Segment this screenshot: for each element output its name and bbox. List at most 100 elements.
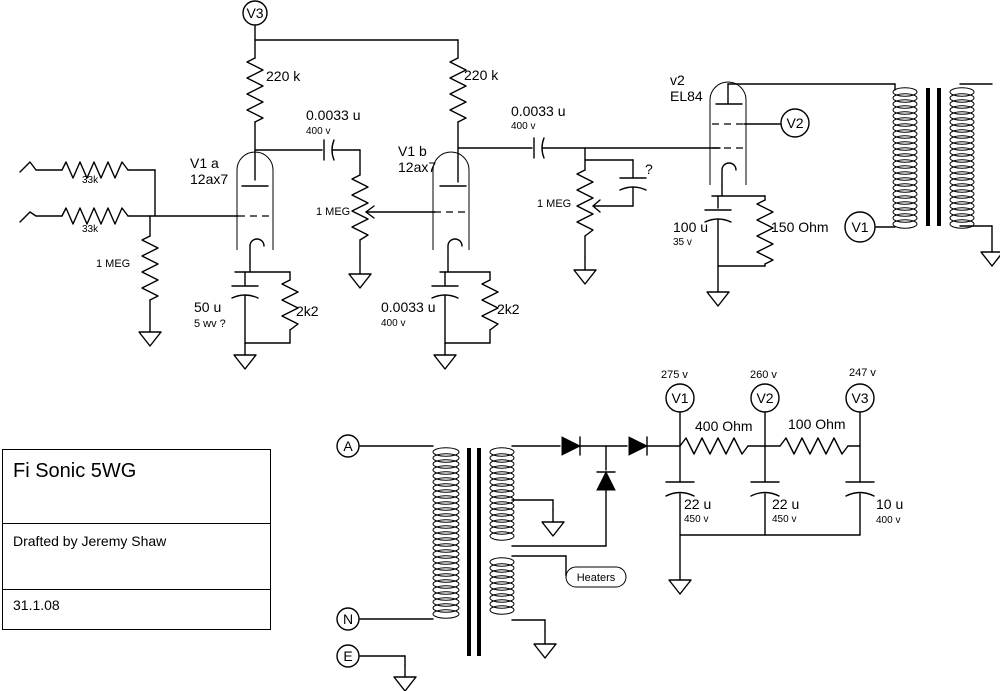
pot-tone-label: 1 MEG	[537, 198, 571, 210]
coil-turn	[892, 177, 918, 187]
output-transformer	[875, 83, 1000, 267]
coil-turn	[432, 471, 460, 481]
coil-turn	[949, 129, 975, 139]
coil-turn	[432, 609, 460, 619]
coil-turn	[489, 575, 515, 585]
c-cath2-voltage: 400 v	[381, 318, 405, 329]
node-a	[336, 434, 360, 458]
coil-turn	[949, 207, 975, 217]
coil-turn	[432, 465, 460, 475]
coil-turn	[432, 531, 460, 541]
coil-turn	[892, 159, 918, 169]
draft-date: 31.1.08	[13, 597, 60, 613]
coil-turn	[949, 111, 975, 121]
coil-turn	[489, 599, 515, 609]
coil-turn	[892, 189, 918, 199]
tube-v2-name: v2	[670, 72, 685, 88]
coil-turn	[892, 207, 918, 217]
r-ps1-label: 400 Ohm	[695, 418, 753, 434]
c-ps2-label: 22 u	[772, 496, 799, 512]
coil-turn	[949, 87, 975, 97]
title-row: Fi Sonic 5WG	[3, 450, 270, 524]
c-ps2-voltage: 450 v	[772, 514, 796, 525]
coil-turn	[892, 147, 918, 157]
r-cath2-label: 2k2	[497, 301, 520, 317]
coil-turn	[432, 495, 460, 505]
coil-turn	[949, 171, 975, 181]
r-cath1-label: 2k2	[296, 303, 319, 319]
coil-turn	[949, 213, 975, 223]
coil-turn	[489, 581, 515, 591]
coil-turn	[892, 201, 918, 211]
r-cath3-label: 150 Ohm	[771, 219, 829, 235]
c-tone-label: ?	[645, 161, 653, 177]
node-v2-grid-label: V2	[786, 115, 803, 131]
input-section	[19, 161, 239, 347]
coil-turn	[489, 519, 515, 529]
coil-turn	[892, 141, 918, 151]
node-v2-grid	[780, 108, 810, 138]
node-v3-top-label: V3	[246, 5, 263, 21]
r-plate2-label: 220 k	[464, 67, 499, 83]
coil-turn	[432, 537, 460, 547]
node-v3-ps	[845, 383, 875, 413]
coil-turn	[892, 123, 918, 133]
coil-turn	[489, 501, 515, 511]
tone-pot	[573, 147, 647, 285]
coil-turn	[489, 557, 515, 567]
voltage-v2-label: 260 v	[750, 369, 777, 381]
coil-turn	[892, 213, 918, 223]
c-cath3-voltage: 35 v	[673, 237, 692, 248]
volume-pot	[348, 149, 436, 289]
coil-turn	[489, 453, 515, 463]
c-ps1-label: 22 u	[684, 496, 711, 512]
coil-turn	[892, 219, 918, 229]
voltage-v1-label: 275 v	[661, 369, 688, 381]
coil-turn	[949, 165, 975, 175]
coil-turn	[489, 593, 515, 603]
node-v1-ps-label: V1	[671, 390, 688, 406]
node-v3-top	[242, 0, 268, 26]
voltage-v3-label: 247 v	[849, 367, 876, 379]
c-cath1-label: 50 u	[194, 299, 221, 315]
c-coupling2-voltage: 400 v	[511, 121, 535, 132]
c-cath1-voltage: 5 wv ?	[194, 318, 226, 330]
coil-turn	[432, 483, 460, 493]
node-n	[336, 607, 360, 631]
tube-v2-type: EL84	[670, 88, 703, 104]
coil-turn	[949, 201, 975, 211]
coil-turn	[489, 569, 515, 579]
coil-turn	[489, 525, 515, 535]
coil-turn	[432, 567, 460, 577]
coil-turn	[489, 587, 515, 597]
coil-turn	[432, 597, 460, 607]
coil-turn	[489, 465, 515, 475]
coil-turn	[489, 471, 515, 481]
coil-turn	[432, 549, 460, 559]
coil-turn	[949, 99, 975, 109]
node-v2-ps-label: V2	[756, 390, 773, 406]
c-ps3-label: 10 u	[876, 496, 903, 512]
title-block: Fi Sonic 5WG Drafted by Jeremy Shaw 31.1…	[2, 449, 271, 630]
coil-turn	[892, 117, 918, 127]
pot-volume-label: 1 MEG	[316, 206, 350, 218]
coil-turn	[949, 219, 975, 229]
coil-turn	[432, 489, 460, 499]
coil-turn	[432, 519, 460, 529]
coil-turn	[892, 129, 918, 139]
r-ps2-label: 100 Ohm	[788, 416, 846, 432]
coil-turn	[949, 189, 975, 199]
c-coupling1-label: 0.0033 u	[306, 107, 361, 123]
coil-turn	[432, 579, 460, 589]
node-v3-ps-label: V3	[851, 390, 868, 406]
date-row: 31.1.08	[3, 590, 270, 630]
coil-turn	[949, 117, 975, 127]
v2-output-stage	[704, 81, 896, 307]
coil-turn	[432, 555, 460, 565]
coil-turn	[892, 135, 918, 145]
coil-turn	[432, 513, 460, 523]
coil-turn	[892, 195, 918, 205]
tube-v1b-name: V1 b	[398, 143, 427, 159]
coil-turn	[892, 183, 918, 193]
